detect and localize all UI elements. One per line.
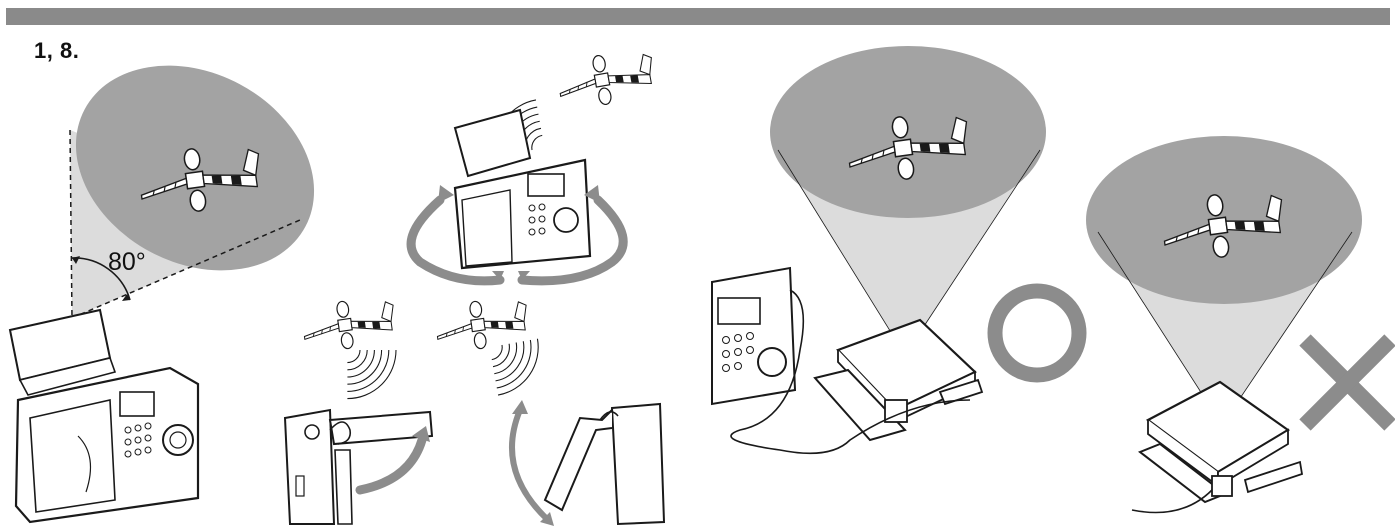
angle-arc bbox=[71, 257, 131, 301]
zenith-dashed-line bbox=[69, 129, 73, 319]
signal-waves-icon bbox=[489, 338, 547, 396]
cone-edge-line bbox=[777, 149, 906, 356]
rotate-left-arrow bbox=[406, 195, 505, 286]
rotate-right-arrow bbox=[517, 195, 628, 286]
step-label: 1, 8. bbox=[34, 38, 80, 63]
fold-down-arrow bbox=[509, 407, 551, 523]
antenna-cable bbox=[730, 289, 971, 455]
panel-incorrect-placement bbox=[1086, 136, 1395, 514]
elevation-angle-label: 80° bbox=[108, 248, 146, 276]
panel-correct-placement bbox=[711, 46, 1087, 455]
radio-rotating-icon bbox=[453, 108, 592, 270]
cone-edge-line bbox=[1221, 231, 1353, 426]
fold-up-arrow bbox=[355, 435, 427, 495]
angle-arrowhead-icon bbox=[122, 294, 130, 301]
signal-waves-icon bbox=[346, 349, 397, 400]
arrowhead-icon bbox=[512, 400, 528, 414]
arrowhead-icon bbox=[518, 271, 530, 280]
antenna-inverted-icon bbox=[1137, 380, 1304, 504]
panel-elevation-angle: 80° bbox=[8, 65, 315, 524]
antenna-flat-icon bbox=[813, 318, 984, 442]
incorrect-mark-icon bbox=[1299, 334, 1395, 431]
radio-side-view-icon bbox=[283, 408, 434, 525]
panel-rotate-radio bbox=[406, 45, 659, 286]
satellite-icon bbox=[554, 45, 659, 113]
arrowhead-icon bbox=[492, 271, 504, 280]
arrowhead-icon bbox=[584, 185, 600, 203]
header-bar bbox=[6, 8, 1390, 25]
radio-connected-icon bbox=[711, 266, 797, 406]
radio-folded-antenna-icon bbox=[543, 402, 666, 526]
correct-mark-icon bbox=[987, 283, 1087, 383]
antenna-cable bbox=[1131, 489, 1213, 514]
cone-edge-line bbox=[904, 149, 1041, 356]
satellite-icon bbox=[299, 293, 399, 355]
arrowhead-icon bbox=[412, 426, 430, 442]
arrowhead-icon bbox=[438, 185, 454, 203]
radio-with-antenna-icon bbox=[8, 308, 200, 524]
arrowhead-icon bbox=[540, 512, 554, 526]
panel-fold-antenna bbox=[283, 293, 666, 526]
angle-arrowhead-icon bbox=[72, 256, 80, 264]
